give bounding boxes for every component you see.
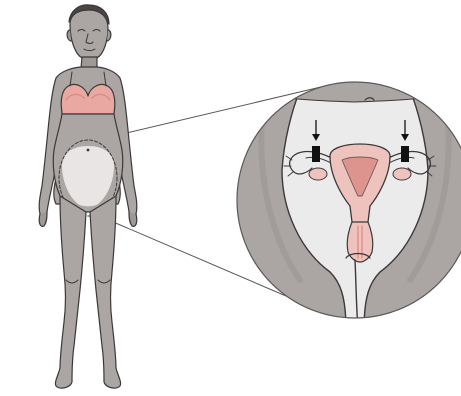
- leg-left: [55, 196, 86, 388]
- navel: [87, 149, 90, 152]
- hand-right: [129, 212, 137, 226]
- female-figure: [39, 5, 137, 388]
- leg-right: [90, 196, 121, 388]
- occlusion-marker-right: [401, 146, 409, 162]
- occlusion-marker-left: [312, 146, 320, 162]
- head: [70, 10, 108, 60]
- neck: [81, 57, 97, 68]
- hand-left: [39, 212, 47, 226]
- ovary-right: [393, 168, 411, 180]
- magnifier: [236, 80, 461, 330]
- ovary-left: [309, 168, 327, 180]
